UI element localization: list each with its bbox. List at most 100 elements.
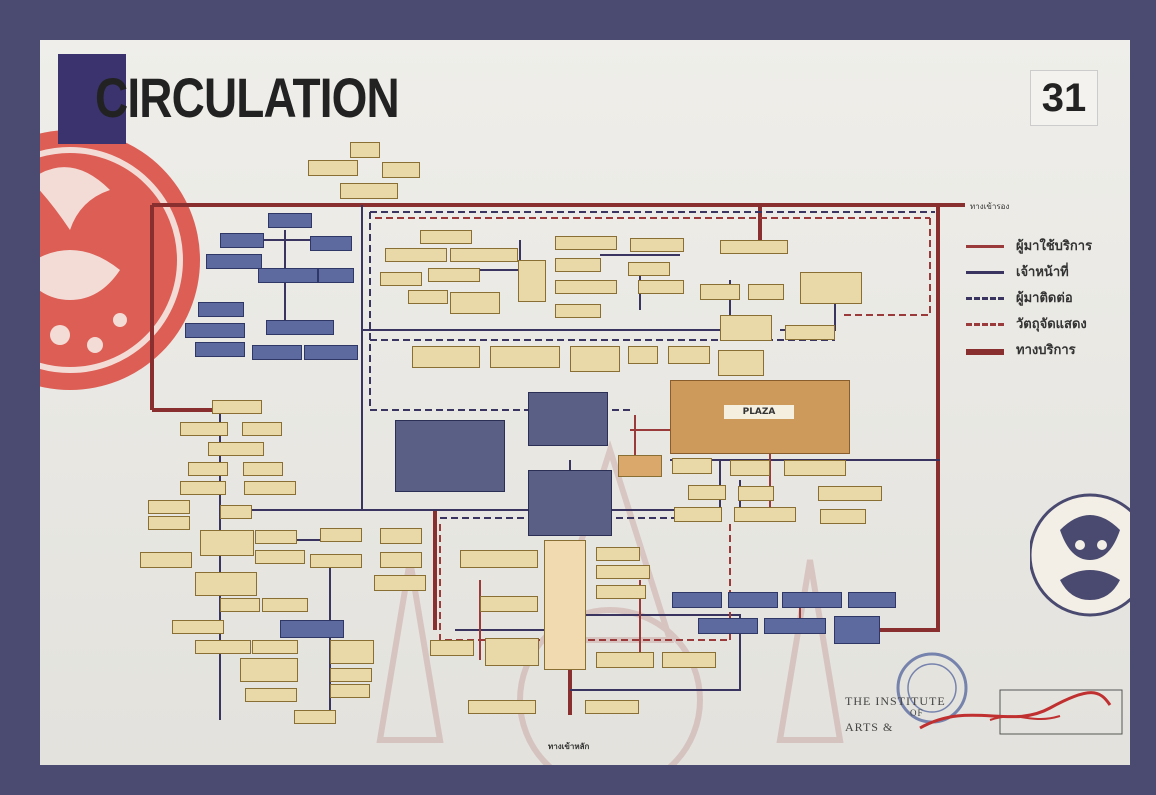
room-box — [764, 618, 826, 634]
room-box — [785, 325, 835, 340]
room-box — [385, 248, 447, 262]
room-box — [720, 315, 772, 341]
room-box — [628, 346, 658, 364]
room-box — [834, 616, 880, 644]
room-box — [518, 260, 546, 302]
room-box — [688, 485, 726, 500]
room-box — [450, 292, 500, 314]
room-box — [266, 320, 334, 335]
room-box — [310, 554, 362, 568]
room-box — [258, 268, 318, 283]
room-box — [784, 460, 846, 476]
room-box — [596, 652, 654, 668]
room-box — [555, 280, 617, 294]
plaza-area: PLAZA — [670, 380, 850, 454]
room-box — [596, 565, 650, 579]
room-box — [206, 254, 262, 269]
room-box — [200, 530, 254, 556]
room-box — [195, 342, 245, 357]
room-box — [748, 284, 784, 300]
room-box — [585, 700, 639, 714]
room-box — [700, 284, 740, 300]
room-box — [596, 585, 646, 599]
plaza-label: PLAZA — [724, 405, 794, 419]
legend-item: วัตถุจัดแสดง — [958, 313, 1128, 335]
room-box — [848, 592, 896, 608]
legend-label: ผู้มาใช้บริการ — [1016, 235, 1092, 256]
legend-swatch — [966, 349, 1004, 355]
room-box — [252, 345, 302, 360]
room-box — [618, 455, 662, 477]
stamp-text-line1: THE INSTITUTE — [845, 694, 946, 709]
room-box — [310, 236, 352, 251]
room-box — [148, 516, 190, 530]
room-box — [662, 652, 716, 668]
stamp-text-line2: OF — [910, 708, 924, 718]
room-box — [294, 710, 336, 724]
room-box — [638, 280, 684, 294]
room-box — [340, 183, 398, 199]
legend-swatch — [966, 323, 1004, 326]
room-box — [628, 262, 670, 276]
room-box — [412, 346, 480, 368]
room-box — [185, 323, 245, 338]
room-box — [330, 668, 372, 682]
room-box — [734, 507, 796, 522]
legend-label: ผู้มาติดต่อ — [1016, 287, 1073, 308]
room-box — [596, 547, 640, 561]
room-box — [490, 346, 560, 368]
institute-stamp: THE INSTITUTE OF ARTS & — [840, 650, 1125, 738]
room-box — [188, 462, 228, 476]
room-box — [800, 272, 862, 304]
room-box — [318, 268, 354, 283]
room-box — [782, 592, 842, 608]
room-box — [242, 422, 282, 436]
room-box — [280, 620, 344, 638]
room-box — [180, 422, 228, 436]
room-box — [240, 658, 298, 682]
room-box — [330, 640, 374, 664]
room-box — [148, 500, 190, 514]
legend-item: ผู้มาติดต่อ — [958, 287, 1128, 309]
legend-swatch — [966, 245, 1004, 248]
room-box — [468, 700, 536, 714]
room-box — [480, 596, 538, 612]
room-box — [428, 268, 480, 282]
room-box — [674, 507, 722, 522]
room-box — [208, 442, 264, 456]
room-box — [460, 550, 538, 568]
room-box — [698, 618, 758, 634]
room-box — [262, 598, 308, 612]
room-box — [668, 346, 710, 364]
room-box — [320, 528, 362, 542]
room-box — [220, 598, 260, 612]
exhibition-hall — [395, 420, 505, 492]
stamp-text-line3: ARTS & — [845, 720, 893, 735]
room-box — [672, 458, 712, 474]
main-entrance-label: ทางเข้าหลัก — [548, 740, 589, 753]
room-box — [820, 509, 866, 524]
exhibition-hall — [528, 392, 608, 446]
room-box — [380, 552, 422, 568]
room-box — [672, 592, 722, 608]
legend-swatch — [966, 271, 1004, 274]
room-box — [350, 142, 380, 158]
room-box — [720, 240, 788, 254]
room-box — [255, 530, 297, 544]
room-box — [255, 550, 305, 564]
room-box — [408, 290, 448, 304]
room-box — [330, 684, 370, 698]
legend-item: ทางบริการ — [958, 339, 1128, 361]
room-box — [818, 486, 882, 501]
room-box — [198, 302, 244, 317]
room-box — [220, 233, 264, 248]
legend: ผู้มาใช้บริการ เจ้าหน้าที่ ผู้มาติดต่อ ว… — [958, 235, 1128, 375]
room-box — [420, 230, 472, 244]
room-box — [544, 540, 586, 670]
room-box — [555, 258, 601, 272]
room-box — [380, 272, 422, 286]
room-box — [220, 505, 252, 519]
room-box — [195, 640, 251, 654]
room-box — [268, 213, 312, 228]
secondary-entrance-label: ทางเข้ารอง — [970, 200, 1009, 213]
